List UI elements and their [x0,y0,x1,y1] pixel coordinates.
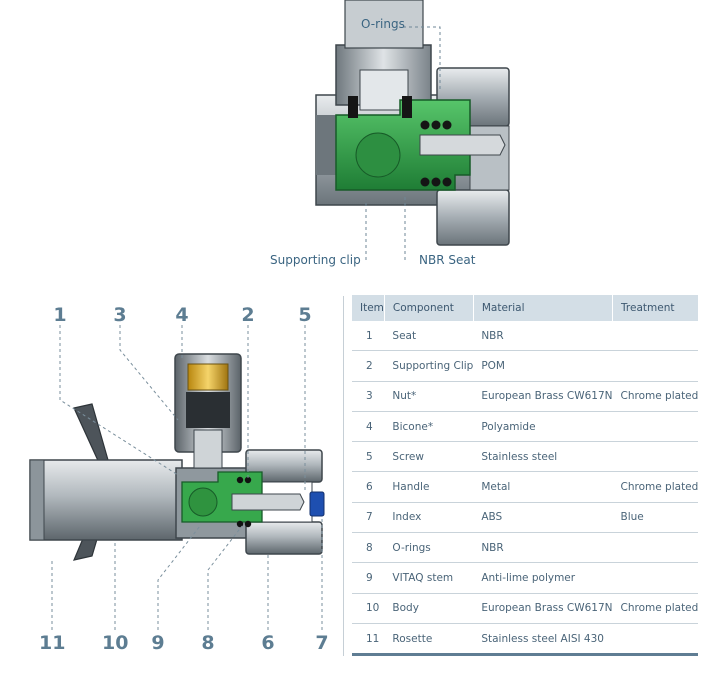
header-material: Material [473,295,614,321]
callout-nbr-seat: NBR Seat [419,253,476,267]
cell-component: Seat [384,321,474,352]
part-number-7: 7 [315,632,329,654]
cell-treatment [612,350,699,382]
cell-treatment: Chrome plated [612,471,699,503]
blue-index [309,491,325,517]
cell-item: 5 [352,441,385,473]
cell-material: ABS [473,502,613,534]
cell-component: Screw [384,441,474,473]
top-cap [174,353,242,469]
cell-item: 3 [352,381,385,412]
part-leader-lines [51,325,323,630]
part-number-2: 2 [241,304,255,326]
part-number-8: 8 [201,632,215,654]
callout-o-rings: O-rings [361,17,405,31]
header-treatment: Treatment [612,295,699,321]
cell-material: Stainless steel AISI 430 [473,623,613,657]
cell-component: Supporting Clip [384,350,474,382]
part-number-4: 4 [175,304,189,326]
cell-material: NBR [473,532,613,564]
cell-item: 1 [352,321,385,352]
part-number-11: 11 [39,632,66,654]
cell-item: 7 [352,502,385,534]
cell-material: European Brass CW617N [473,381,613,412]
cell-material: Metal [473,471,613,503]
exploded-valve-diagram [29,325,325,630]
top-leader-lines [365,26,441,260]
cell-treatment [612,532,699,564]
cell-item: 8 [352,532,385,564]
cell-component: Handle [384,471,474,503]
cell-treatment [612,321,699,352]
cell-component: O-rings [384,532,474,564]
cell-treatment: Chrome plated [612,593,699,624]
cell-treatment [612,623,699,657]
part-number-10: 10 [102,632,129,654]
green-stem [181,471,305,528]
cell-component: VITAQ stem [384,562,474,594]
cell-material: Polyamide [473,411,613,443]
cell-treatment: Blue [612,502,699,534]
part-number-3: 3 [113,304,127,326]
cell-treatment [612,441,699,473]
cell-treatment [612,411,699,443]
part-number-9: 9 [151,632,165,654]
top-cross-section-diagram [315,0,510,260]
cell-component: Body [384,593,474,624]
part-number-1: 1 [53,304,67,326]
cell-component: Nut* [384,381,474,412]
cell-item: 2 [352,350,385,382]
header-item: Item [352,295,385,321]
cell-component: Rosette [384,623,474,657]
table-header-row: Item Component Material Treatment [352,295,699,321]
callout-supporting-clip: Supporting clip [270,253,361,267]
cell-material: NBR [473,321,613,352]
cell-item: 11 [352,623,385,657]
cell-material: Stainless steel [473,441,613,473]
part-number-6: 6 [261,632,275,654]
cell-material: Anti-lime polymer [473,562,613,594]
cell-material: POM [473,350,613,382]
cell-component: Index [384,502,474,534]
part-number-5: 5 [298,304,312,326]
cell-item: 10 [352,593,385,624]
cell-component: Bicone* [384,411,474,443]
handle-shape [245,449,323,555]
cell-material: European Brass CW617N [473,593,613,624]
cell-item: 9 [352,562,385,594]
cell-treatment: Chrome plated [612,381,699,412]
inlet-pipe [29,459,183,541]
top-o-rings [348,96,452,187]
cell-item: 4 [352,411,385,443]
header-component: Component [384,295,474,321]
cell-treatment [612,562,699,594]
cell-item: 6 [352,471,385,503]
vertical-divider [343,296,344,656]
